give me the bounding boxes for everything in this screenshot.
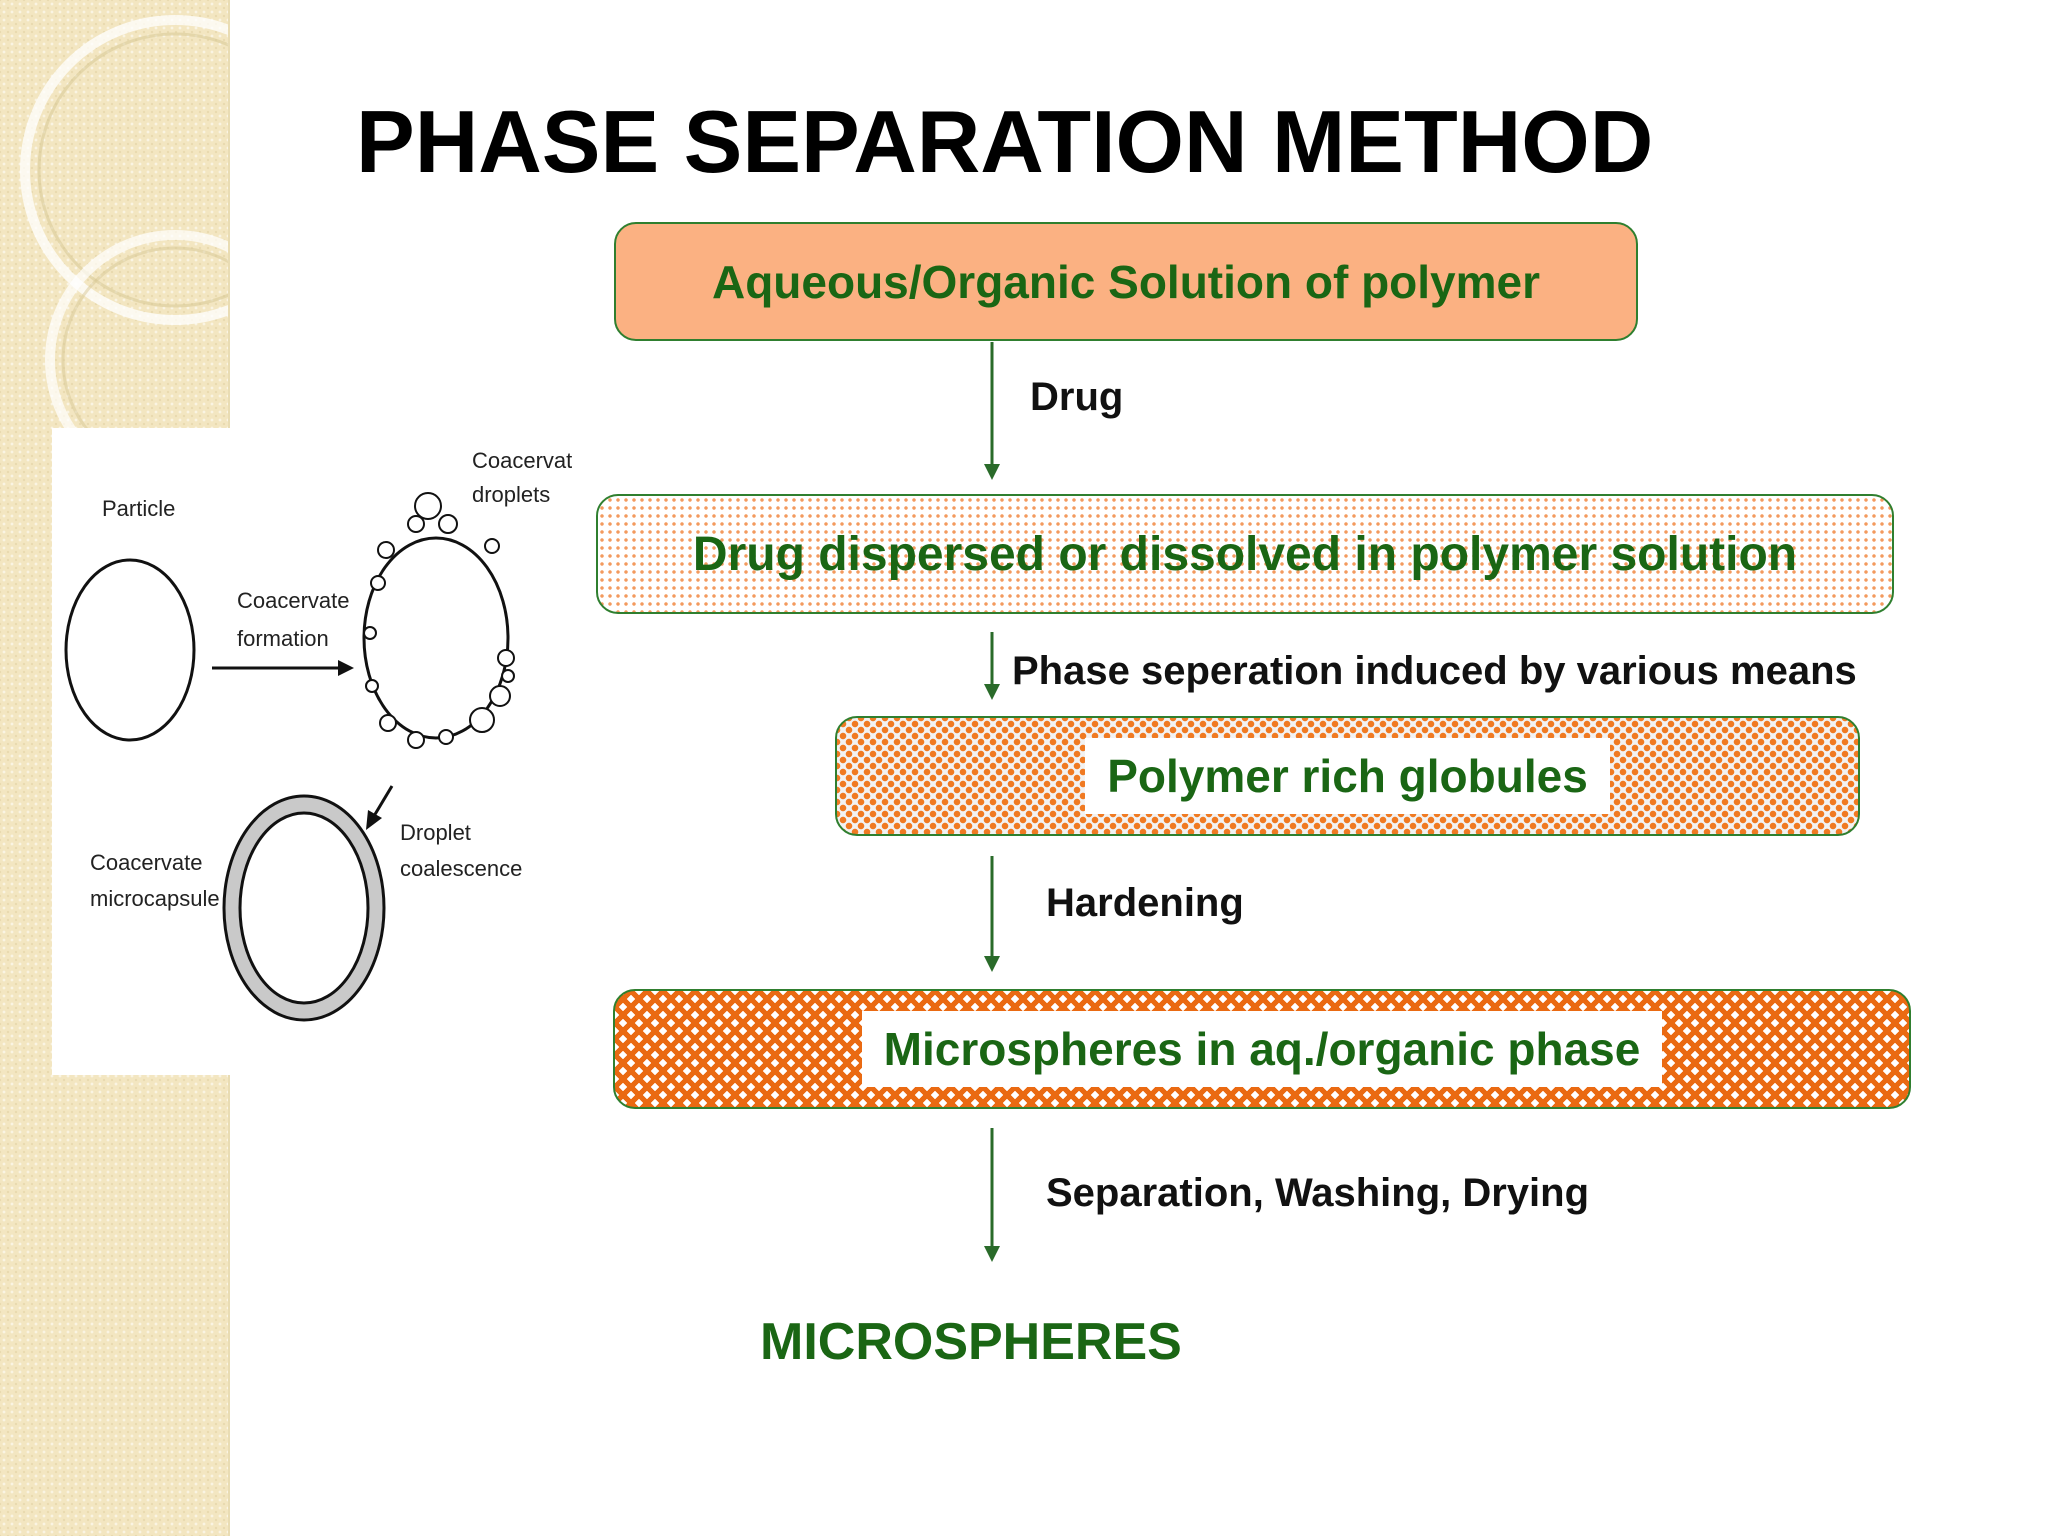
step-label-separation-washing-drying: Separation, Washing, Drying [1046,1171,1590,1215]
step-label-phase-separation: Phase seperation induced by various mean… [1012,649,1857,693]
coacervate-droplets-label-1: Coacervate [472,448,572,473]
flow-box-drug-dispersed-label: Drug dispersed or dissolved in polymer s… [692,527,1798,581]
droplet-coalescence-label-2: coalescence [400,856,522,881]
flow-box-polymer-globules-label: Polymer rich globules [1085,738,1610,814]
step-label-drug: Drug [1030,375,1124,419]
coacervate-formation-label-2: formation [237,626,329,651]
coacervation-illustration: Particle Coacervate formation Coacervate… [52,428,572,1075]
droplet-coated-particle [362,536,510,740]
coacervate-formation-label-1: Coacervate [237,588,350,613]
slide-title: PHASE SEPARATION METHOD [356,92,1654,191]
flow-box-microspheres-phase: Microspheres in aq./organic phase [613,989,1911,1109]
step-label-hardening: Hardening [1046,881,1244,925]
particle-label: Particle [102,496,175,521]
droplet-coalescence-label-1: Droplet [400,820,471,845]
microcapsule-label-1: Coacervate [90,850,203,875]
flow-box-drug-dispersed: Drug dispersed or dissolved in polymer s… [596,494,1894,614]
flow-box-polymer-solution: Aqueous/Organic Solution of polymer [614,222,1638,341]
microcapsule-label-2: microcapsule [90,886,220,911]
coacervate-droplets-label-2: droplets [472,482,550,507]
result-microspheres: MICROSPHERES [760,1313,1182,1371]
flow-box-polymer-globules: Polymer rich globules [835,716,1860,836]
coacervate-droplets [363,492,515,749]
particle-circle [64,558,196,742]
flow-box-microspheres-phase-label: Microspheres in aq./organic phase [861,1011,1663,1087]
flow-box-polymer-solution-label: Aqueous/Organic Solution of polymer [711,255,1541,308]
